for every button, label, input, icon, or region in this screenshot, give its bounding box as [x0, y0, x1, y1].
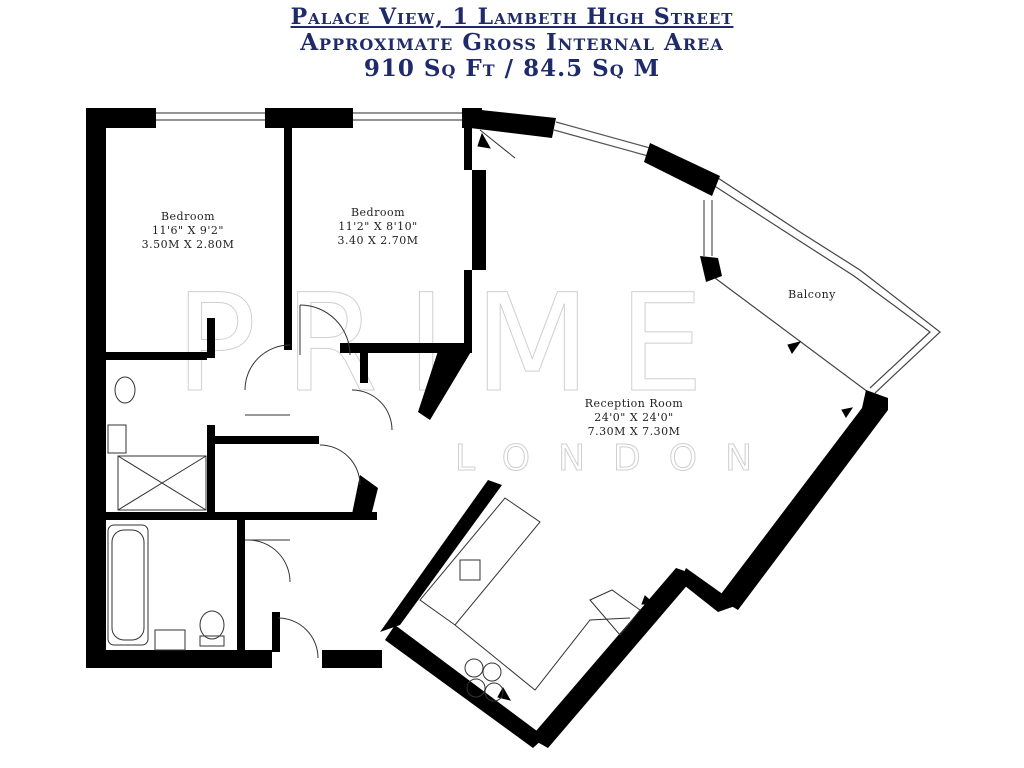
bedroom-1-imperial: 11'6" X 9'2": [152, 224, 224, 237]
interior-walls: [102, 128, 486, 652]
bedroom-1-metric: 3.50M X 2.80M: [142, 238, 235, 251]
bedroom-1-name: Bedroom: [161, 210, 215, 223]
area-value: 910 Sq Ft / 84.5 Sq M: [363, 55, 661, 82]
windows: [155, 112, 713, 256]
exterior-walls: [86, 108, 888, 748]
reception-name: Reception Room: [585, 397, 684, 410]
reception-metric: 7.30M X 7.30M: [588, 425, 681, 438]
bedroom-2-imperial: 11'2" X 8'10": [338, 220, 417, 233]
bedroom-2-name: Bedroom: [351, 206, 405, 219]
door-swings: [244, 129, 516, 659]
watermark: PRIME LONDON: [175, 265, 780, 480]
area-subtitle: Approximate Gross Internal Area: [300, 29, 724, 56]
property-title: Palace View, 1 Lambeth High Street: [290, 4, 734, 30]
bathroom-fixtures: [107, 376, 225, 651]
room-bedroom-2: Bedroom 11'2" X 8'10" 3.40 X 2.70M: [337, 206, 418, 247]
plan-header: Palace View, 1 Lambeth High Street Appro…: [0, 4, 1024, 82]
kitchen-fixtures: [419, 497, 641, 702]
room-reception: Reception Room 24'0" X 24'0" 7.30M X 7.3…: [585, 397, 684, 438]
bedroom-2-metric: 3.40 X 2.70M: [337, 234, 418, 247]
reception-imperial: 24'0" X 24'0": [594, 411, 673, 424]
watermark-sub: LONDON: [455, 438, 780, 479]
balcony-outline: [712, 177, 941, 394]
room-bedroom-1: Bedroom 11'6" X 9'2" 3.50M X 2.80M: [142, 210, 235, 251]
balcony-label: Balcony: [788, 288, 836, 301]
